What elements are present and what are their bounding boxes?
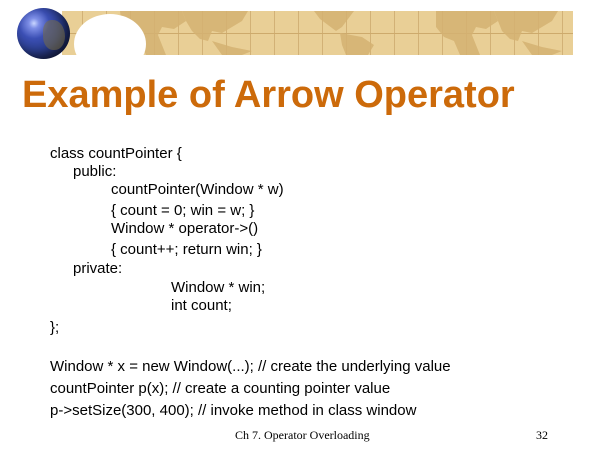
footer-page-number: 32 [536, 428, 548, 442]
code-line: countPointer(Window * w) [111, 181, 284, 198]
code-line: Window * operator->() [111, 220, 259, 237]
slide-title: Example of Arrow Operator [22, 74, 515, 116]
code-line: countPointer p(x); // create a counting … [50, 380, 391, 397]
code-line: public: [73, 163, 117, 180]
code-line: p->setSize(300, 400); // invoke method i… [50, 402, 417, 419]
code-line: { count++; return win; } [111, 241, 262, 258]
globe-icon [17, 8, 70, 59]
code-line: Window * win; [171, 279, 266, 296]
world-map-continents [120, 11, 562, 55]
code-line: class countPointer { [50, 145, 182, 162]
footer-chapter-title: Ch 7. Operator Overloading [235, 428, 370, 442]
code-line: { count = 0; win = w; } [111, 202, 255, 219]
banner-globe-cutout [74, 14, 146, 55]
code-line: int count; [171, 297, 232, 314]
code-line: Window * x = new Window(...); // create … [50, 358, 451, 375]
world-map-banner [62, 11, 573, 55]
code-line: }; [50, 319, 60, 336]
code-line: private: [73, 260, 123, 277]
